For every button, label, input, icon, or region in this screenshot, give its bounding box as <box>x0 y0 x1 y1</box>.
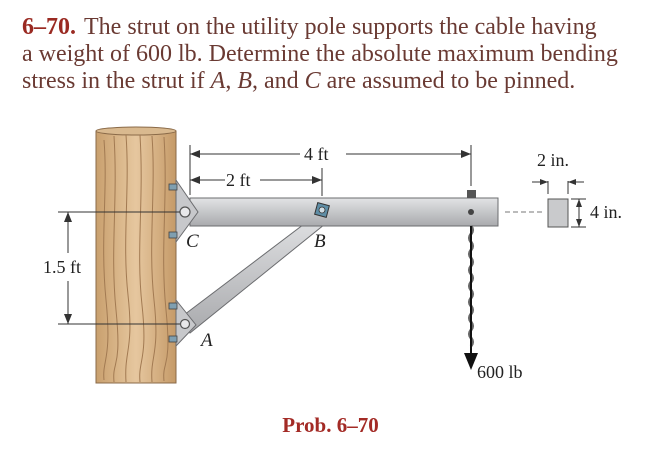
dim-2in-label: 2 in. <box>537 150 569 170</box>
label-a: A <box>199 330 213 351</box>
dimension-2ft <box>190 168 323 196</box>
label-c: C <box>186 231 199 252</box>
diagonal-brace <box>179 211 331 334</box>
label-b: B <box>314 231 326 252</box>
problem-statement: 6–70. The strut on the utility pole suppo… <box>22 14 652 95</box>
problem-number: 6–70. <box>22 14 76 40</box>
cross-section <box>505 179 586 228</box>
separator: , and <box>252 68 305 94</box>
dim-4in-label: 4 in. <box>590 202 622 222</box>
problem-line-1: The strut on the utility pole supports t… <box>84 14 597 40</box>
load-label: 600 lb <box>477 362 523 382</box>
figure-caption: Prob. 6–70 <box>282 413 379 437</box>
bracket-a <box>168 298 197 348</box>
point-a-ref: A <box>210 68 226 94</box>
pin-b <box>314 202 330 218</box>
dim-1-5ft-label: 1.5 ft <box>43 257 81 277</box>
load-arrow <box>464 226 478 370</box>
point-c-ref: C <box>304 68 321 94</box>
problem-line-3-post: are assumed to be pinned. <box>320 68 576 94</box>
point-b-ref: B <box>237 68 252 94</box>
problem-line-3-pre: stress in the strut if <box>22 68 211 94</box>
dimension-1-5ft <box>58 211 180 325</box>
utility-pole <box>95 126 177 384</box>
dim-2ft-label: 2 ft <box>226 170 251 190</box>
horizontal-strut <box>189 197 499 227</box>
problem-line-2: a weight of 600 lb. Determine the absolu… <box>22 41 618 67</box>
dim-4ft-label: 4 ft <box>304 144 329 164</box>
cable <box>467 190 476 347</box>
bracket-c <box>168 178 199 244</box>
separator: , <box>225 68 238 94</box>
dimension-4ft <box>189 145 472 195</box>
